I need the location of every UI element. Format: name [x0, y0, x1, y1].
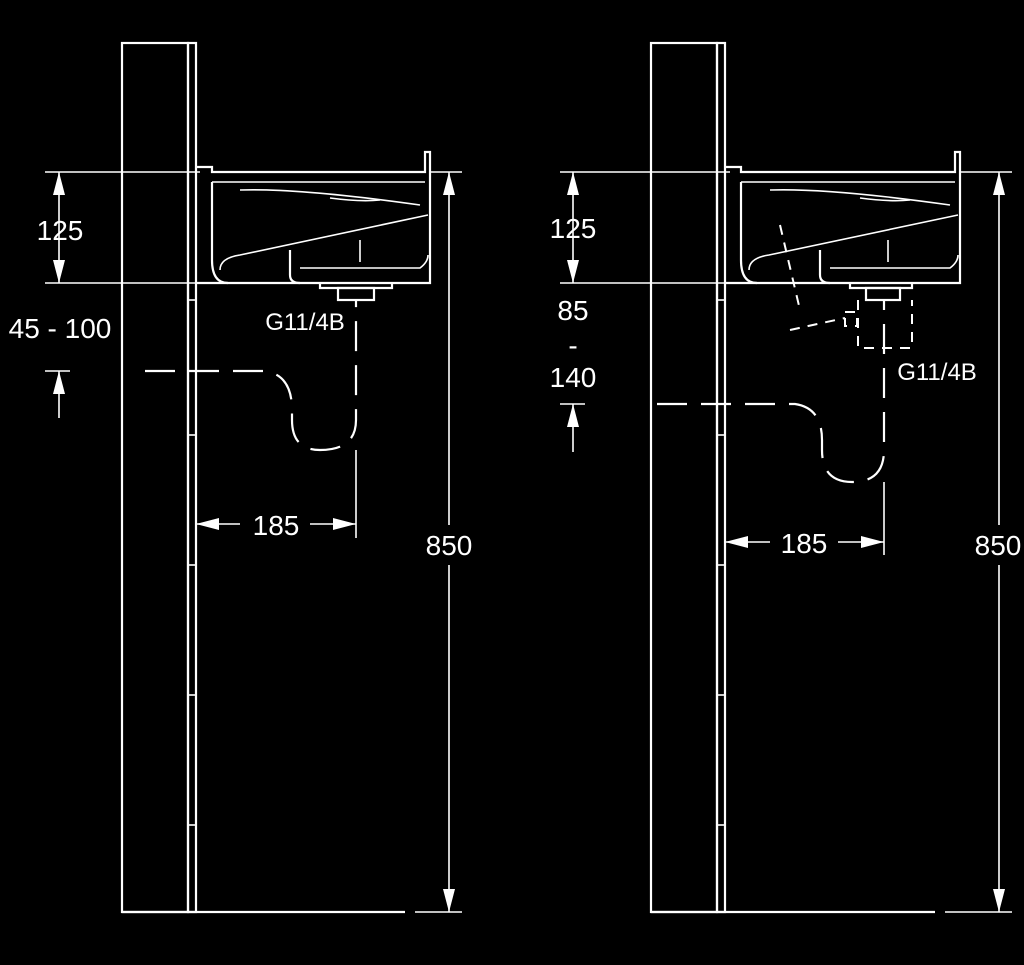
- right-dim-185-label: 185: [781, 528, 828, 559]
- right-dim-125: [560, 171, 730, 284]
- right-dim-dash-label: -: [568, 330, 577, 361]
- left-dim-850-label: 850: [426, 530, 473, 561]
- right-siphon: [657, 300, 886, 484]
- left-dim-125-label: 125: [37, 215, 84, 246]
- left-basin: [196, 150, 432, 302]
- left-dim-185: [196, 450, 357, 538]
- right-dim-185: [725, 482, 885, 555]
- right-basin: [725, 150, 962, 302]
- right-drawing: 125 85 - 140 G11/4B 185 850: [550, 41, 1022, 914]
- right-waste-fitting: [779, 224, 913, 349]
- left-dim-45-100: [45, 370, 70, 418]
- left-wall-panel: [186, 41, 198, 914]
- right-dim-140-label: 140: [550, 362, 597, 393]
- left-dim-125: [45, 171, 200, 284]
- left-siphon: [145, 300, 358, 452]
- left-wall-joints: [188, 299, 196, 826]
- left-thread-label: G11/4B: [265, 309, 345, 336]
- left-wall: [120, 41, 190, 914]
- left-drawing: 125 45 - 100 G11/4B 185 850: [9, 41, 473, 914]
- right-dim-850-label: 850: [975, 530, 1022, 561]
- right-wall-joints: [717, 299, 725, 826]
- right-thread-label: G11/4B: [897, 359, 977, 386]
- right-dim-85-label: 85: [557, 295, 588, 326]
- right-dim-125-label: 125: [550, 213, 597, 244]
- right-wall-panel: [715, 41, 727, 914]
- right-wall: [649, 41, 719, 914]
- left-dim-850: [415, 171, 462, 913]
- left-dim-45-100-label: 45 - 100: [9, 313, 112, 344]
- left-dim-185-label: 185: [253, 510, 300, 541]
- right-dim-85-140: [560, 403, 585, 452]
- right-dim-850: [945, 171, 1012, 913]
